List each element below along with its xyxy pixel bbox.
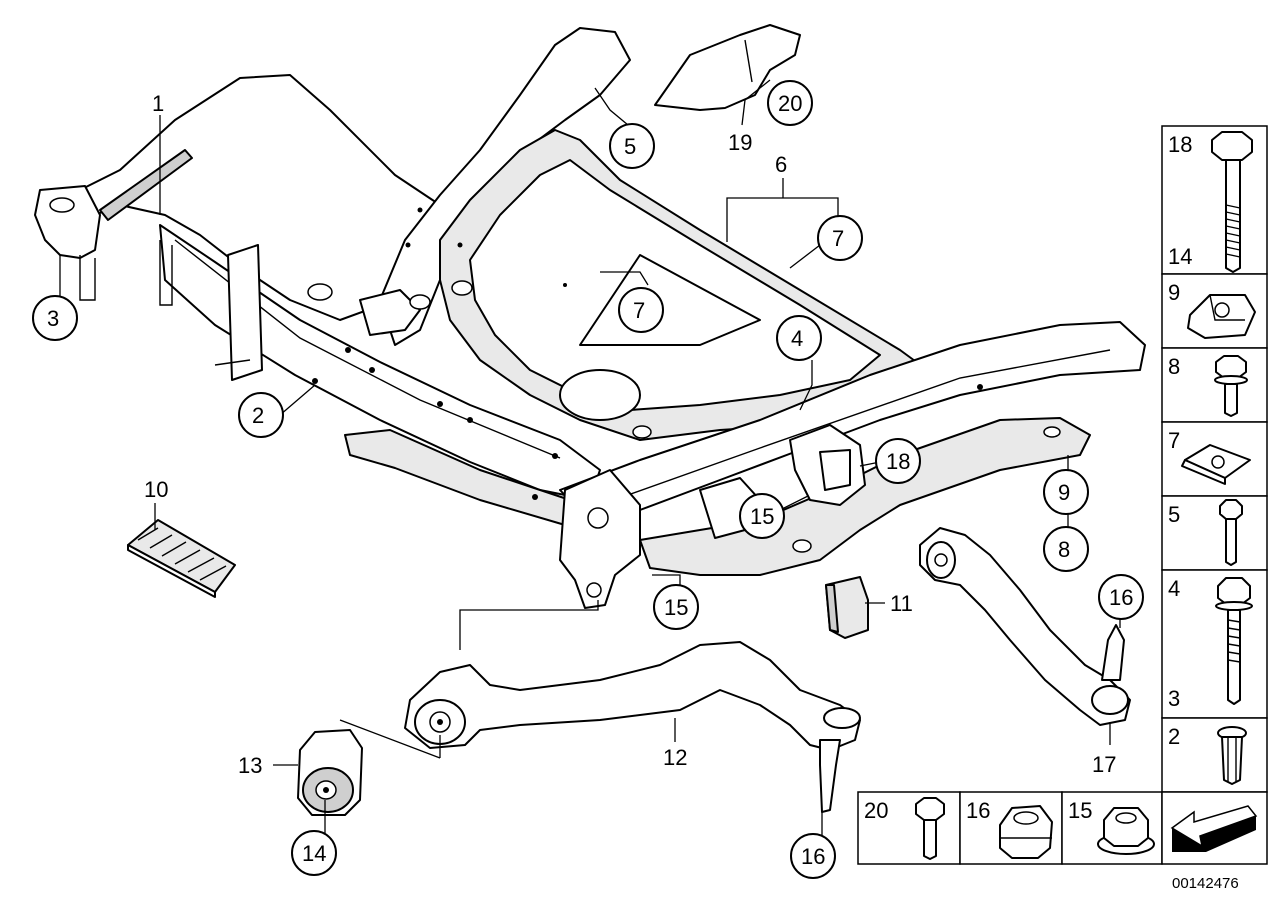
air-guide-grille [127, 519, 236, 598]
svg-text:7: 7 [633, 298, 645, 323]
rubber-pad [825, 576, 869, 639]
callout-11[interactable]: 11 [890, 591, 913, 616]
clip-nut-icon [1181, 444, 1251, 485]
catalog-number: 00142476 [1172, 875, 1239, 892]
fastener-cell-2[interactable]: 2 [1161, 717, 1268, 793]
fastener-cell-arrow[interactable] [1161, 791, 1268, 865]
callout-19[interactable]: 19 [728, 130, 752, 155]
callout-5[interactable]: 5 [609, 123, 655, 169]
svg-text:15: 15 [750, 504, 774, 529]
fastener-cell-15[interactable]: 15 [1061, 791, 1163, 865]
fastener-cell-8[interactable]: 8 [1161, 347, 1268, 423]
callout-6[interactable]: 6 [775, 152, 787, 177]
callout-20[interactable]: 20 [767, 80, 813, 126]
svg-text:4: 4 [791, 326, 803, 351]
bushing [297, 729, 363, 816]
svg-text:2: 2 [1168, 724, 1180, 749]
short-bolt-icon [1219, 499, 1243, 566]
svg-text:1: 1 [152, 91, 164, 116]
svg-text:16: 16 [801, 844, 825, 869]
svg-text:12: 12 [663, 745, 687, 770]
long-flange-bolt-icon [1215, 577, 1253, 705]
svg-text:8: 8 [1168, 354, 1180, 379]
svg-text:7: 7 [1168, 428, 1180, 453]
callout-3[interactable]: 3 [32, 295, 78, 341]
svg-text:14: 14 [302, 841, 326, 866]
callout-17[interactable]: 17 [1092, 752, 1116, 777]
wishbone [404, 641, 861, 813]
fastener-cell-9[interactable]: 9 [1161, 273, 1268, 349]
shield-plate [654, 24, 801, 111]
cage-nut-icon [1187, 294, 1256, 339]
svg-text:15: 15 [664, 595, 688, 620]
callout-1[interactable]: 1 [152, 91, 164, 116]
callout-13[interactable]: 13 [238, 753, 262, 778]
svg-text:9: 9 [1058, 480, 1070, 505]
fastener-panel: 18 14 9 8 [857, 125, 1268, 865]
direction-arrow-icon [1170, 805, 1258, 852]
callout-15b[interactable]: 15 [739, 493, 785, 539]
svg-text:7: 7 [832, 226, 844, 251]
svg-text:15: 15 [1068, 798, 1092, 823]
callout-8[interactable]: 8 [1043, 526, 1089, 572]
callout-2[interactable]: 2 [238, 392, 284, 438]
svg-text:5: 5 [624, 134, 636, 159]
leader-lines [59, 79, 1121, 835]
long-bolt-icon [1211, 131, 1253, 273]
callout-7b[interactable]: 7 [618, 287, 664, 333]
callout-14[interactable]: 14 [291, 830, 337, 876]
callout-18[interactable]: 18 [875, 438, 921, 484]
flange-bolt-icon [1214, 355, 1248, 417]
hex-nut-icon [999, 805, 1053, 859]
fastener-cell-16[interactable]: 16 [959, 791, 1063, 865]
callout-15a[interactable]: 15 [653, 584, 699, 630]
fastener-cell-18[interactable]: 18 14 [1161, 125, 1268, 275]
svg-text:13: 13 [238, 753, 262, 778]
flange-nut-icon [1097, 807, 1155, 855]
tension-strut [919, 527, 1131, 726]
fastener-cell-20[interactable]: 20 [857, 791, 961, 865]
svg-text:18: 18 [886, 449, 910, 474]
callout-7a[interactable]: 7 [817, 215, 863, 261]
svg-text:3: 3 [47, 306, 59, 331]
svg-text:14: 14 [1168, 244, 1192, 269]
callout-12[interactable]: 12 [663, 745, 687, 770]
svg-text:20: 20 [778, 91, 802, 116]
svg-text:3: 3 [1168, 686, 1180, 711]
callout-9[interactable]: 9 [1043, 469, 1089, 515]
svg-text:18: 18 [1168, 132, 1192, 157]
svg-text:4: 4 [1168, 576, 1180, 601]
svg-text:8: 8 [1058, 537, 1070, 562]
svg-text:5: 5 [1168, 502, 1180, 527]
svg-text:2: 2 [252, 403, 264, 428]
svg-text:11: 11 [890, 591, 913, 616]
sleeve-bolt-icon [1217, 726, 1247, 785]
svg-text:17: 17 [1092, 752, 1116, 777]
callout-16b[interactable]: 16 [790, 833, 836, 879]
callout-16a[interactable]: 16 [1098, 574, 1144, 620]
callout-10[interactable]: 10 [144, 477, 168, 502]
fastener-cell-5[interactable]: 5 [1161, 495, 1268, 571]
front-axle-carrier [34, 27, 1146, 609]
svg-text:10: 10 [144, 477, 168, 502]
svg-text:19: 19 [728, 130, 752, 155]
svg-text:9: 9 [1168, 280, 1180, 305]
callout-4[interactable]: 4 [776, 315, 822, 361]
svg-text:6: 6 [775, 152, 787, 177]
fastener-cell-7[interactable]: 7 [1161, 421, 1268, 497]
fastener-cell-4[interactable]: 4 3 [1161, 569, 1268, 719]
hex-bolt-icon [915, 797, 945, 860]
svg-text:16: 16 [966, 798, 990, 823]
svg-text:20: 20 [864, 798, 888, 823]
svg-text:16: 16 [1109, 585, 1133, 610]
